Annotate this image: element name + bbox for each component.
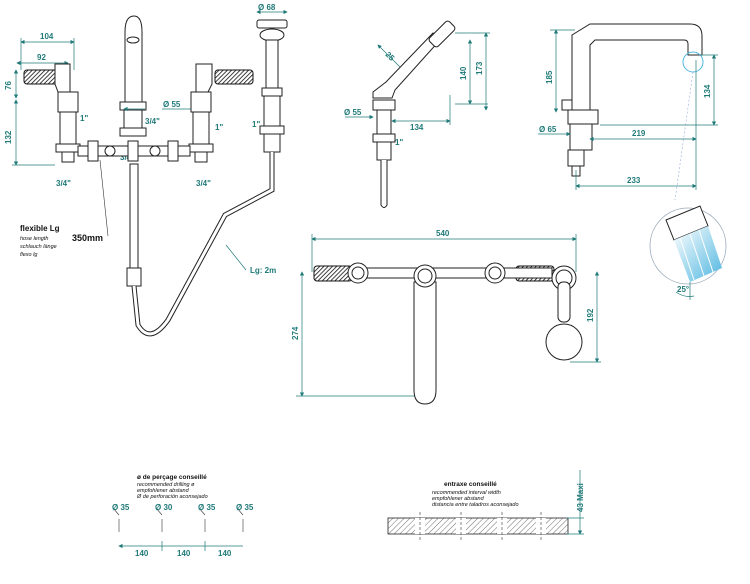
spacing-1: 140 [135, 549, 149, 558]
drill-hole-2-text: Ø 30 [155, 503, 173, 512]
dim-68: Ø 68 [256, 3, 288, 15]
manifold-pipes [77, 140, 191, 162]
dim-134-side-text: 134 [410, 123, 424, 132]
drill-hole-1: Ø 35 [112, 503, 130, 532]
dim-76-text: 76 [4, 81, 13, 90]
dim-540-text: 540 [436, 229, 450, 238]
entraxe-section: entraxe conseillé recommended interval w… [387, 470, 585, 540]
hose-value: 350mm [72, 233, 103, 243]
drill-hole-3: Ø 35 [198, 503, 216, 532]
hose-line2: schlauch länge [20, 244, 57, 250]
dim-132-text: 132 [4, 130, 13, 144]
entraxe-line2: empfohlener abstand [432, 496, 485, 502]
dim-132: 132 [4, 99, 55, 166]
spacing-2: 140 [177, 549, 191, 558]
dim-65: Ø 65 [538, 125, 571, 137]
left-handle [23, 63, 81, 163]
dim-173-text: 173 [475, 61, 484, 75]
drilling-title: ø de perçage conseillé [137, 474, 207, 481]
dim-92-text: 92 [37, 53, 46, 62]
thread-left-bottom: 3/4" [56, 179, 71, 188]
dim-104-text: 104 [40, 32, 54, 41]
dim-192-text: 192 [586, 308, 595, 322]
entraxe-line3: distancia entre taladros aconsejado [432, 502, 519, 508]
dim-43-text: 43 Maxi [576, 483, 585, 512]
drilling-line3: Ø de perforación aconsejado [136, 494, 208, 500]
dim-540: 540 [311, 229, 577, 272]
dim-65-text: Ø 65 [539, 125, 557, 134]
thread-side: 1" [395, 138, 403, 147]
thread-right-bottom: 3/4" [196, 179, 211, 188]
drill-hole-4: Ø 35 [236, 503, 254, 532]
dim-76: 76 [4, 69, 19, 99]
dim-185: 185 [545, 29, 575, 113]
dim-55-side-text: Ø 55 [344, 108, 362, 117]
countertop-section [387, 512, 569, 540]
dim-55-side: Ø 55 [344, 108, 374, 120]
dim-55-front-text: Ø 55 [163, 100, 181, 109]
front-view: 104 92 76 132 1" 3/4" [4, 3, 288, 337]
hose-line3: flexo lg [20, 252, 38, 258]
right-handle [188, 63, 254, 163]
dim-274: 274 [291, 271, 436, 397]
dim-219: 219 [589, 60, 697, 143]
thread-left-top: 1" [80, 114, 88, 123]
spray-angle-icon: 25° [649, 205, 727, 300]
drill-hole-4-text: Ø 35 [236, 503, 254, 512]
entraxe-line1: recommended interval width [432, 490, 501, 496]
dim-134-spout: 134 [600, 54, 718, 126]
dim-25-side: 25 [377, 44, 401, 68]
top-view: 540 274 192 [291, 229, 601, 405]
spout-view: 185 134 Ø 65 219 233 [538, 23, 727, 300]
drill-hole-2: Ø 30 [155, 503, 173, 532]
side-shower [372, 20, 456, 208]
lg-text: Lg: 2m [250, 266, 276, 275]
dim-140-text: 140 [459, 66, 468, 80]
dim-134-side: 134 [391, 95, 451, 132]
hose-callout: flexible Lg hose length schlauch länge f… [20, 159, 109, 258]
dim-25-side-text: 25 [384, 50, 397, 63]
entraxe-title: entraxe conseillé [444, 481, 497, 488]
dim-233-text: 233 [627, 176, 641, 185]
dim-68-text: Ø 68 [258, 3, 276, 12]
dim-55-front: Ø 55 [123, 100, 192, 112]
dim-192: 192 [570, 271, 601, 363]
thread-hand: 1" [252, 120, 260, 129]
dim-134-spout-text: 134 [703, 84, 712, 98]
thread-center: 3/4" [145, 117, 160, 126]
dim-140: 140 [455, 39, 488, 105]
hose-line1: hose length [20, 236, 48, 242]
dim-92: 92 [16, 53, 69, 66]
drill-hole-3-text: Ø 35 [198, 503, 216, 512]
spout-profile [561, 23, 703, 177]
side-view: 25 140 173 Ø 55 134 1" [344, 20, 490, 208]
drilling-section: ø de perçage conseillé recommended drill… [112, 474, 254, 558]
lg-callout: Lg: 2m [225, 244, 276, 275]
dim-173: 173 [455, 32, 490, 111]
dim-274-text: 274 [291, 326, 300, 340]
hand-shower [256, 19, 288, 153]
drill-hole-1-text: Ø 35 [112, 503, 130, 512]
spacing-3: 140 [218, 549, 232, 558]
dim-185-text: 185 [545, 70, 554, 84]
thread-right-top: 1" [215, 123, 223, 132]
hose-title: flexible Lg [20, 224, 60, 233]
dim-233: 233 [575, 143, 697, 190]
angle-text: 25° [677, 285, 689, 294]
drilling-line1: recommended drilling ø [137, 482, 195, 488]
center-spout [119, 15, 147, 137]
dim-43-maxi: 43 Maxi [566, 470, 585, 535]
top-assembly [313, 262, 583, 405]
short-hose [126, 163, 142, 287]
drilling-line2: empfohlener abstand [137, 488, 190, 494]
dim-219-text: 219 [632, 129, 646, 138]
